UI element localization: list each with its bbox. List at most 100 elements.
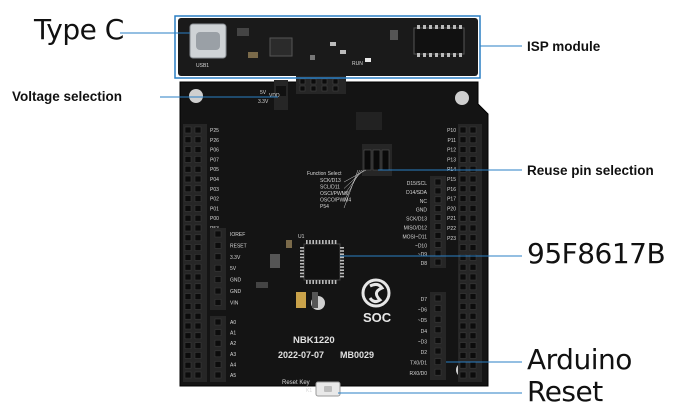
digital-top-pin-label: ~D10 bbox=[415, 243, 427, 249]
isp-connector-pin bbox=[332, 85, 339, 92]
left-header-pin bbox=[184, 156, 192, 163]
power-pin-label: RESET bbox=[230, 243, 247, 249]
left-header-pin bbox=[194, 156, 202, 163]
left-header-pin bbox=[184, 332, 192, 340]
function-select-row: OSCI/PWM6 bbox=[320, 191, 349, 197]
isp-chip-u2 bbox=[237, 28, 249, 36]
right-header-pin bbox=[459, 254, 467, 261]
power-header-pin bbox=[214, 276, 222, 283]
left-header-pin bbox=[184, 352, 192, 359]
right-header-pin bbox=[459, 371, 467, 379]
left-header-pin bbox=[194, 254, 202, 261]
isp-chip-pin bbox=[441, 53, 444, 57]
left-header-pin bbox=[194, 126, 202, 134]
right-header-pin bbox=[459, 136, 467, 144]
mcu-pin bbox=[300, 253, 304, 255]
left-header-pin bbox=[194, 165, 202, 173]
left-header-pin bbox=[184, 165, 192, 173]
right-header-pin bbox=[469, 165, 477, 173]
label-voltage-selection: Voltage selection bbox=[12, 89, 123, 104]
mcu-pin bbox=[331, 240, 334, 244]
isp-resistor-1 bbox=[330, 42, 336, 46]
left-pin-label: P04 bbox=[210, 177, 219, 183]
power-header-pin bbox=[214, 299, 222, 306]
right-header-pin bbox=[469, 175, 477, 183]
mcu-pin bbox=[328, 280, 330, 284]
digital-bottom-pin-label: TX0/D1 bbox=[410, 361, 427, 367]
right-header-pin bbox=[459, 146, 467, 153]
arduino-digital-top-pins bbox=[434, 178, 442, 266]
right-pin-label: P17 bbox=[447, 197, 456, 203]
left-pin-label: P07 bbox=[210, 157, 219, 163]
digital-top-pin bbox=[434, 196, 442, 204]
analog-header-pin bbox=[214, 339, 222, 347]
right-header-pin bbox=[469, 303, 477, 310]
left-header-pin bbox=[184, 214, 192, 222]
left-header-pin bbox=[184, 175, 192, 183]
right-pin-label: P21 bbox=[447, 216, 456, 222]
left-header-pin bbox=[194, 146, 202, 153]
digital-top-pin-label: D8 bbox=[421, 261, 428, 267]
analog-header-pin bbox=[214, 318, 222, 326]
right-pin-label: P23 bbox=[447, 236, 456, 242]
left-header-pin bbox=[194, 136, 202, 144]
label-mcu: 95F8617B bbox=[527, 237, 666, 270]
soc-logo-ring bbox=[361, 278, 391, 308]
right-header-pin bbox=[469, 254, 477, 261]
right-header-pin bbox=[459, 352, 467, 359]
arduino-analog-header bbox=[210, 316, 226, 382]
right-header-pin bbox=[459, 273, 467, 281]
function-select-trace bbox=[343, 169, 359, 209]
right-pin-label: P13 bbox=[447, 157, 456, 163]
digital-bottom-pin bbox=[434, 368, 442, 376]
isp-connector-pin bbox=[321, 85, 328, 92]
right-header-pin bbox=[459, 195, 467, 202]
mcu-pin bbox=[340, 266, 344, 268]
digital-top-pin-label: GND bbox=[416, 208, 428, 214]
mcu-pin bbox=[340, 263, 344, 265]
left-header-pin bbox=[194, 234, 202, 242]
board-code: MB0029 bbox=[340, 350, 374, 360]
label-isp-module: ISP module bbox=[527, 39, 601, 54]
mcu-pin bbox=[331, 280, 334, 284]
mcu-pin bbox=[325, 240, 327, 244]
right-header-pin bbox=[459, 156, 467, 163]
left-header-pin bbox=[194, 273, 202, 281]
right-header-pin bbox=[469, 322, 477, 330]
digital-top-pin-label: D15/SCL bbox=[407, 181, 428, 187]
mcu-pin bbox=[334, 280, 337, 284]
right-header-pin bbox=[459, 205, 467, 212]
left-header-pin bbox=[184, 342, 192, 349]
crystal-oscillator bbox=[270, 254, 280, 268]
digital-top-pin-label: SCK/D13 bbox=[406, 217, 427, 223]
power-header-pin bbox=[214, 230, 222, 238]
function-select-trace bbox=[343, 169, 365, 189]
isp-crystal bbox=[390, 30, 398, 40]
reset-button-plunger[interactable] bbox=[324, 386, 332, 392]
soc-logo-text: SOC bbox=[363, 310, 392, 325]
digital-top-pin-label: D14/SDA bbox=[406, 190, 428, 196]
main-pcb bbox=[179, 81, 489, 387]
left-header-pin bbox=[184, 303, 192, 310]
mcu-pin bbox=[340, 250, 344, 252]
function-select-row: SCL/D11 bbox=[320, 185, 340, 191]
voltage-label-3v3: 3.3V bbox=[258, 99, 269, 105]
left-pin-label: P00 bbox=[210, 216, 219, 222]
mcu-pin bbox=[312, 240, 314, 244]
arduino-digital-bottom-pins bbox=[434, 294, 442, 376]
right-header-pin bbox=[469, 126, 477, 134]
right-pin-label: P15 bbox=[447, 177, 456, 183]
function-select-trace bbox=[343, 169, 363, 196]
power-header-pin bbox=[214, 242, 222, 249]
isp-chip-pin bbox=[441, 25, 444, 29]
isp-chip-pin bbox=[453, 25, 456, 29]
power-pin-label: VIN bbox=[230, 300, 239, 306]
voltage-jumper-cap bbox=[276, 86, 286, 96]
left-header-pin bbox=[184, 185, 192, 193]
mcu-pin bbox=[300, 259, 304, 262]
left-header-pin bbox=[184, 263, 192, 271]
power-pin-label: 3.3V bbox=[230, 255, 241, 261]
right-header-pin bbox=[459, 224, 467, 232]
